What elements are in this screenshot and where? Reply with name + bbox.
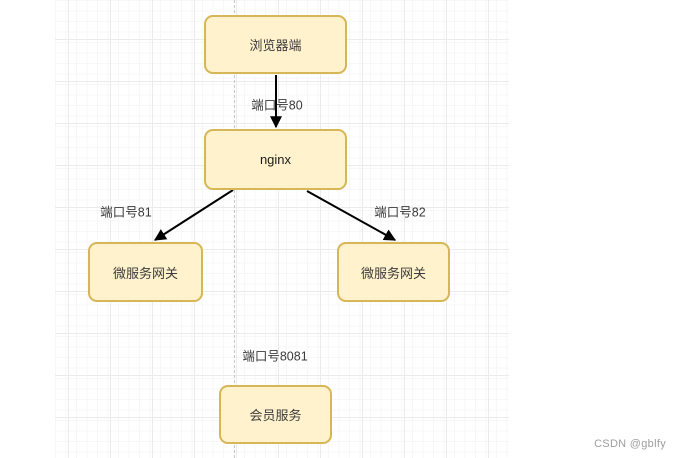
node-member-service-label: 会员服务 xyxy=(249,408,302,423)
edge-label-port-82: 端口号82 xyxy=(374,205,426,220)
node-member-service: 会员服务 xyxy=(219,385,332,444)
grid-canvas xyxy=(55,0,509,458)
edge-label-port-8081: 端口号8081 xyxy=(242,349,308,364)
node-nginx: nginx xyxy=(204,129,347,190)
node-browser: 浏览器端 xyxy=(204,15,347,74)
node-browser-label: 浏览器端 xyxy=(249,38,302,53)
node-gateway-right-label: 微服务网关 xyxy=(360,265,426,281)
watermark-text: CSDN @gblfy xyxy=(594,438,666,450)
edge-label-port-81: 端口号81 xyxy=(100,205,152,220)
edge-label-port-80: 端口号80 xyxy=(251,98,303,113)
arrow-nginx-to-gateway-left xyxy=(153,189,234,241)
page-divider-line xyxy=(234,0,235,458)
node-gateway-left: 微服务网关 xyxy=(88,242,203,302)
arrow-nginx-to-gateway-right xyxy=(306,190,397,241)
node-gateway-right: 微服务网关 xyxy=(337,242,450,302)
node-nginx-label: nginx xyxy=(259,152,292,167)
node-gateway-left-label: 微服务网关 xyxy=(112,265,178,281)
